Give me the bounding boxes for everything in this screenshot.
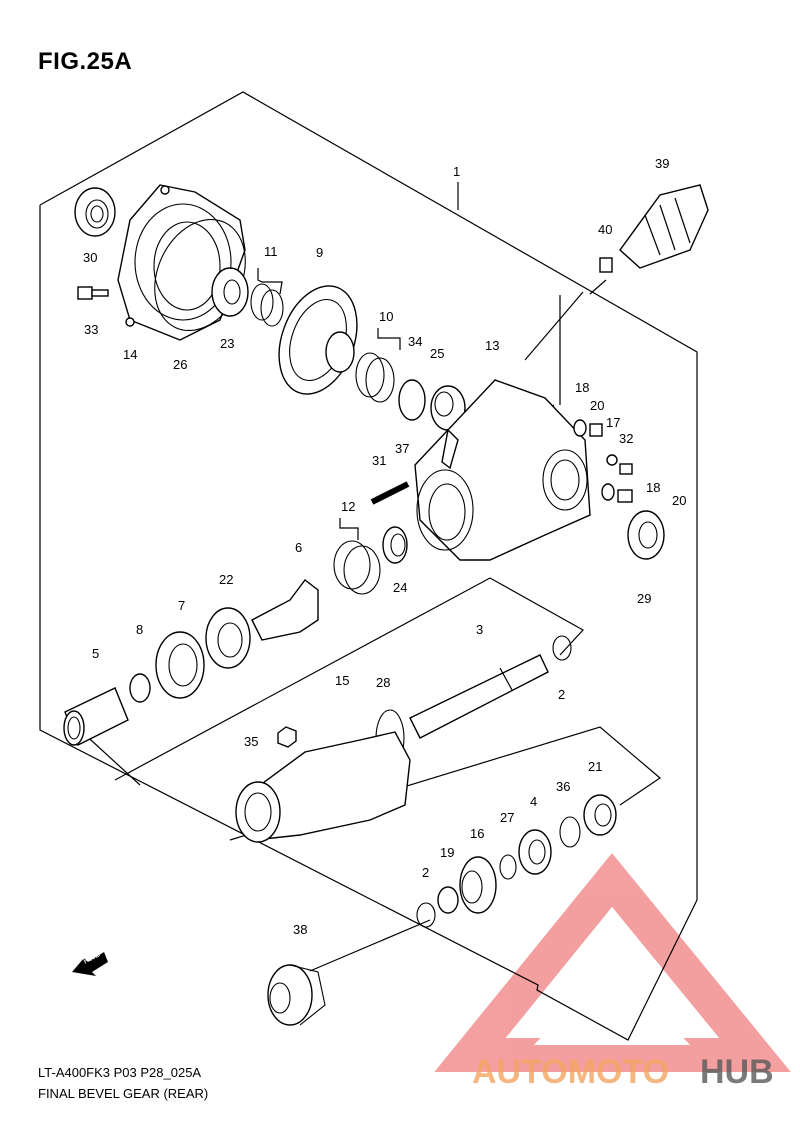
watermark-brand-part1: AUTOMOTO <box>472 1053 669 1091</box>
part-22-bearing <box>205 607 251 669</box>
callout-35: 35 <box>244 734 258 749</box>
callout-1: 1 <box>453 164 460 179</box>
callout-18: 18 <box>575 380 589 395</box>
group-outline-pinion <box>114 577 584 781</box>
fwd-direction-arrow: FWD <box>72 949 108 976</box>
part-27-ring <box>499 854 517 880</box>
part-39-boot <box>619 184 709 269</box>
part-14-case-cover <box>117 184 246 341</box>
callout-32: 32 <box>619 431 633 446</box>
part-8-ring <box>129 673 151 703</box>
callout-20: 20 <box>590 398 604 413</box>
part-2-circlip-upper <box>552 635 572 661</box>
callout-2: 2 <box>422 865 429 880</box>
part-31-stud <box>370 481 410 505</box>
callout-17: 17 <box>606 415 620 430</box>
callout-36: 36 <box>556 779 570 794</box>
callout-13: 13 <box>485 338 499 353</box>
callout-27: 27 <box>500 810 514 825</box>
assembly-outline <box>39 91 698 1041</box>
callout-39: 39 <box>655 156 669 171</box>
callout-14: 14 <box>123 347 137 362</box>
part-36-circlip <box>559 816 581 848</box>
part-33-bolt <box>77 286 109 300</box>
callout-33: 33 <box>84 322 98 337</box>
callout-29: 29 <box>637 591 651 606</box>
callout-21: 21 <box>588 759 602 774</box>
group-outline-shaft <box>229 726 661 841</box>
watermark-text: AUTOMOTO HUB <box>472 1053 774 1091</box>
callout-38: 38 <box>293 922 307 937</box>
part-19-washer <box>437 886 459 914</box>
callout-37: 37 <box>395 441 409 456</box>
callout-31: 31 <box>372 453 386 468</box>
callout-28: 28 <box>376 675 390 690</box>
callout-labels: 1 2 2 3 4 5 6 7 8 9 10 11 12 13 14 15 16… <box>83 156 686 937</box>
callout-8: 8 <box>136 622 143 637</box>
part-40-clamp <box>599 257 613 273</box>
callout-23: 23 <box>220 336 234 351</box>
part-21-bearing <box>583 794 617 836</box>
part-13-gear-case <box>414 379 591 561</box>
callout-15: 15 <box>335 673 349 688</box>
part-30-oil-seal <box>74 187 116 237</box>
part-34-spacer <box>398 379 426 421</box>
part-25-bearing <box>430 385 466 431</box>
part-24-bearing <box>382 526 408 564</box>
callout-4: 4 <box>530 794 537 809</box>
part-37-breather <box>441 428 459 470</box>
callout-22: 22 <box>219 572 233 587</box>
part-2-circlip-lower <box>416 902 436 928</box>
callout-20: 20 <box>672 493 686 508</box>
callout-12: 12 <box>341 499 355 514</box>
callout-11: 11 <box>264 244 278 259</box>
callout-19: 19 <box>440 845 454 860</box>
callout-40: 40 <box>598 222 612 237</box>
callout-5: 5 <box>92 646 99 661</box>
callout-24: 24 <box>393 580 407 595</box>
parts-washers-plugs <box>573 419 633 503</box>
part-23-bearing <box>211 267 249 317</box>
figure-name: FINAL BEVEL GEAR (REAR) <box>38 1086 209 1101</box>
callout-26: 26 <box>173 357 187 372</box>
part-12-shims <box>333 518 381 595</box>
part-6-pinion-gear <box>251 579 319 641</box>
part-29-oil-seal <box>627 510 665 560</box>
part-4-oil-seal <box>518 829 552 875</box>
callout-6: 6 <box>295 540 302 555</box>
part-9-bevel-gear <box>278 285 358 395</box>
part-5-sleeve <box>63 687 129 746</box>
part-3-drive-shaft <box>409 654 549 739</box>
figure-title: FIG.25A <box>38 48 133 75</box>
callout-25: 25 <box>430 346 444 361</box>
callout-18: 18 <box>646 480 660 495</box>
part-10-shims <box>355 328 401 403</box>
model-code: LT-A400FK3 P03 P28_025A <box>38 1065 202 1080</box>
callout-9: 9 <box>316 245 323 260</box>
part-38-cover <box>267 964 326 1026</box>
part-35-nut <box>277 726 297 748</box>
watermark-brand-part2: HUB <box>700 1053 774 1091</box>
callout-16: 16 <box>470 826 484 841</box>
callout-2: 2 <box>558 687 565 702</box>
callout-30: 30 <box>83 250 97 265</box>
part-15-housing <box>235 731 411 843</box>
callout-34: 34 <box>408 334 422 349</box>
part-7-bearing <box>155 631 205 699</box>
callout-10: 10 <box>379 309 393 324</box>
part-11-shims <box>250 268 284 327</box>
callout-7: 7 <box>178 598 185 613</box>
watermark-logo <box>434 853 791 1072</box>
part-16-joint <box>459 856 497 914</box>
callout-3: 3 <box>476 622 483 637</box>
